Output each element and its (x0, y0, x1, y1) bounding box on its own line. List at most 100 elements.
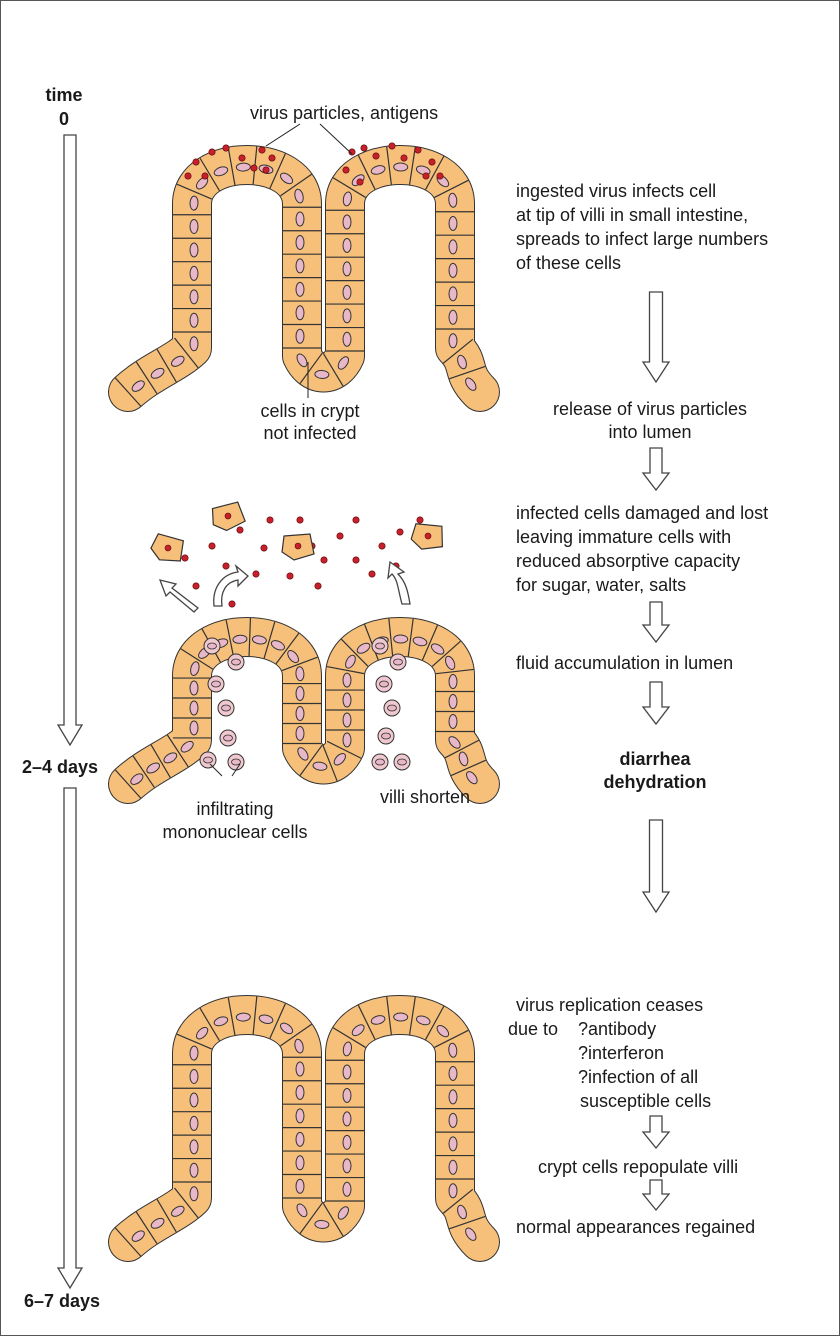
virus-particles-label: virus particles, antigens (250, 102, 438, 124)
step-line: of these cells (516, 252, 621, 274)
cell-nucleus (343, 1088, 351, 1102)
virus-particle (429, 159, 435, 165)
virus-particle (239, 155, 245, 161)
cell-nucleus (449, 1160, 457, 1174)
timeline-arrow-2 (58, 788, 82, 1288)
virus-particle (202, 173, 208, 179)
mononuclear-nucleus (398, 759, 407, 765)
cell-nucleus (296, 1062, 304, 1076)
virus-particle (357, 179, 363, 185)
cell-nucleus (449, 1137, 457, 1151)
virus-particle (361, 145, 367, 151)
step-line: due to (508, 1018, 558, 1040)
step-line: dehydration (560, 771, 750, 793)
virus-particle (423, 173, 429, 179)
virus-particle (415, 147, 421, 153)
virus-particle (237, 527, 243, 533)
cell-nucleus (343, 713, 351, 727)
virus-particle (389, 143, 395, 149)
leader-line (266, 124, 300, 146)
cell-nucleus (449, 714, 457, 728)
leader-line (320, 124, 352, 154)
flow-arrow-5 (643, 820, 669, 912)
virus-particle (295, 543, 301, 549)
timeline-start: 0 (34, 108, 94, 130)
cell-nucleus (190, 1163, 198, 1177)
cell-nucleus (343, 1182, 351, 1196)
mononuclear-nucleus (212, 681, 221, 687)
flow-arrow-2 (643, 448, 669, 490)
cell-nucleus (296, 707, 304, 721)
cell-nucleus (449, 287, 457, 301)
cell-nucleus (190, 1046, 199, 1060)
virus-particle (397, 529, 403, 535)
cell-nucleus (296, 282, 304, 296)
infiltrating-cells-label-2: mononuclear cells (150, 821, 320, 843)
mononuclear-nucleus (376, 643, 385, 649)
cell-nucleus (190, 1187, 198, 1201)
step-crypt-repopulate: crypt cells repopulate villi (538, 1156, 738, 1178)
mononuclear-nucleus (232, 659, 241, 665)
cell-nucleus (296, 726, 304, 740)
flow-arrow-1 (643, 292, 669, 382)
cell-nucleus (190, 243, 198, 257)
flow-arrow-7 (643, 1180, 669, 1210)
virus-particle (379, 543, 385, 549)
step-line: into lumen (520, 421, 780, 443)
cell-nucleus (190, 266, 198, 280)
virus-particle (267, 517, 273, 523)
step-line: diarrhea (560, 748, 750, 770)
sloughed-cell (410, 521, 446, 552)
cell-nucleus (343, 238, 351, 252)
cell-nucleus (394, 635, 408, 643)
cell-nucleus (343, 332, 351, 346)
cell-nucleus (236, 1013, 250, 1022)
cell-nucleus (296, 1156, 304, 1170)
step-line: ?antibody (578, 1018, 656, 1040)
cell-nucleus (449, 240, 457, 254)
cell-nucleus (343, 1159, 351, 1173)
virus-particle (337, 533, 343, 539)
cell-nucleus (343, 1135, 351, 1149)
virus-particle (373, 153, 379, 159)
cell-nucleus (449, 675, 457, 689)
virus-particle (229, 601, 235, 607)
mononuclear-nucleus (394, 659, 403, 665)
leader-line (210, 764, 222, 776)
step-line: at tip of villi in small intestine, (516, 204, 748, 226)
virus-particle (261, 545, 267, 551)
cell-nucleus (343, 1112, 351, 1126)
step-line: reduced absorptive capacity (516, 550, 740, 572)
cell-nucleus (449, 263, 457, 277)
villi-shorten-label: villi shorten (380, 786, 470, 808)
cell-nucleus (449, 695, 457, 709)
stage2-damaged-villi (115, 501, 486, 798)
step-line: release of virus particles (520, 398, 780, 420)
virus-particle (185, 173, 191, 179)
step-line: spreads to infect large numbers (516, 228, 768, 250)
virus-particle (259, 147, 265, 153)
cell-nucleus (296, 1109, 304, 1123)
cell-nucleus (296, 1085, 304, 1099)
cell-nucleus (296, 666, 305, 680)
cell-nucleus (343, 262, 351, 276)
virus-particle (297, 517, 303, 523)
virus-particle (353, 517, 359, 523)
timeline-arrows (58, 135, 82, 1288)
cell-nucleus (449, 1066, 457, 1080)
virus-particle (353, 557, 359, 563)
virus-particle (223, 563, 229, 569)
timeline-label: time (34, 84, 94, 106)
virus-particle (315, 583, 321, 589)
flow-arrow-3 (643, 602, 669, 642)
virus-particle (343, 167, 349, 173)
mononuclear-nucleus (232, 759, 241, 765)
cell-nucleus (190, 337, 198, 351)
step-line: leaving immature cells with (516, 526, 731, 548)
cell-nucleus (296, 212, 304, 226)
virus-particle (269, 155, 275, 161)
cell-nucleus (343, 285, 351, 299)
sloughed-cell (282, 534, 314, 560)
cell-nucleus (236, 163, 250, 172)
step-line: infected cells damaged and lost (516, 502, 768, 524)
